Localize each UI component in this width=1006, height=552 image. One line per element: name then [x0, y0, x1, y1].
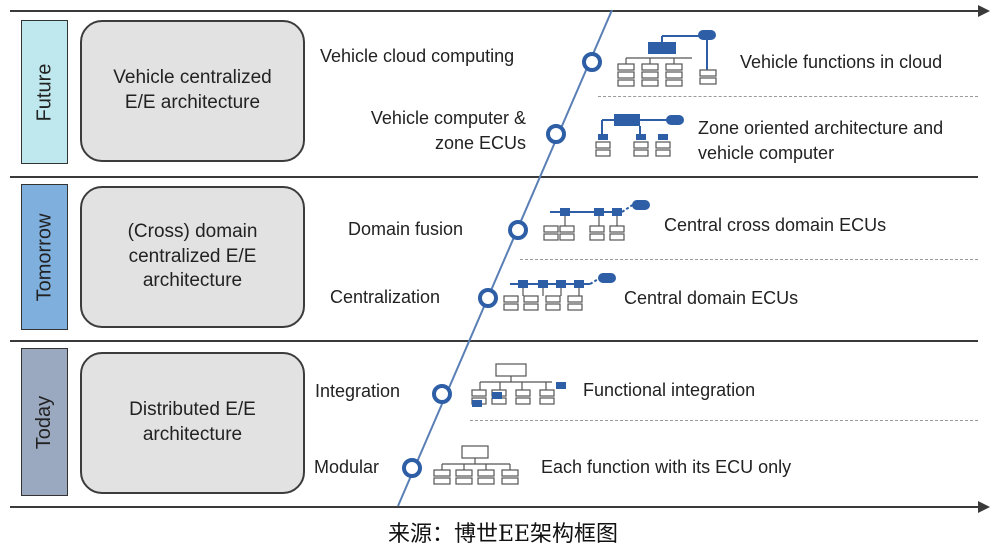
step-label-zone: Vehicle computer & zone ECUs [370, 108, 526, 154]
timeline-node-integration [432, 384, 452, 404]
modular-network-icon [433, 445, 519, 485]
timeline-node-centralization [478, 288, 498, 308]
step-label-integration: Integration [315, 381, 401, 401]
step-description-integration: Functional integration [583, 380, 756, 400]
top-axis-line [10, 10, 978, 12]
era-tab-tomorrow: Tomorrow [21, 184, 68, 330]
step-label-centralization: Centralization [330, 287, 441, 307]
dashed-divider-today [470, 420, 978, 421]
step-label-modular: Modular [314, 457, 380, 477]
timeline-node-fusion [508, 220, 528, 240]
architecture-label-future: Vehicle centralized E/E architecture [113, 67, 272, 113]
architecture-label-tomorrow: (Cross) domain centralized E/E architect… [127, 220, 258, 292]
timeline-node-cloud [582, 52, 602, 72]
era-label-future: Future [33, 63, 55, 121]
architecture-box-today: Distributed E/E architecture [80, 352, 305, 494]
step-label-fusion: Domain fusion [348, 219, 464, 239]
era-label-tomorrow: Tomorrow [33, 213, 56, 301]
timeline-line [397, 9, 613, 507]
cross-domain-network-icon [543, 200, 650, 241]
source-caption: 来源：博世EE架构框图 [387, 522, 619, 547]
step-description-centralization: Central domain ECUs [624, 288, 799, 308]
cloud-network-icon [617, 30, 717, 87]
bottom-axis-line [10, 506, 978, 508]
step-description-cloud: Vehicle functions in cloud [740, 52, 943, 72]
step-description-zone: Zone oriented architecture and vehicle c… [698, 118, 944, 164]
architecture-box-future: Vehicle centralized E/E architecture [80, 20, 305, 162]
era-label-today: Today [33, 395, 55, 449]
top-arrowhead-icon [978, 5, 990, 17]
step-description-fusion: Central cross domain ECUs [664, 215, 887, 235]
dashed-divider-future [598, 96, 978, 97]
separator-tomorrow-today [10, 340, 978, 342]
timeline-node-zone [546, 124, 566, 144]
timeline-node-modular [402, 458, 422, 478]
bottom-arrowhead-icon [978, 501, 990, 513]
zone-network-icon [595, 114, 684, 157]
architecture-box-tomorrow: (Cross) domain centralized E/E architect… [80, 186, 305, 328]
step-description-modular: Each function with its ECU only [541, 457, 792, 477]
domain-network-icon [503, 273, 616, 311]
integration-network-icon [471, 363, 566, 407]
dashed-divider-tomorrow [520, 259, 978, 260]
era-tab-today: Today [21, 348, 68, 496]
step-label-cloud: Vehicle cloud computing [320, 46, 515, 66]
era-tab-future: Future [21, 20, 68, 164]
separator-future-tomorrow [10, 176, 978, 178]
architecture-label-today: Distributed E/E architecture [129, 399, 256, 445]
